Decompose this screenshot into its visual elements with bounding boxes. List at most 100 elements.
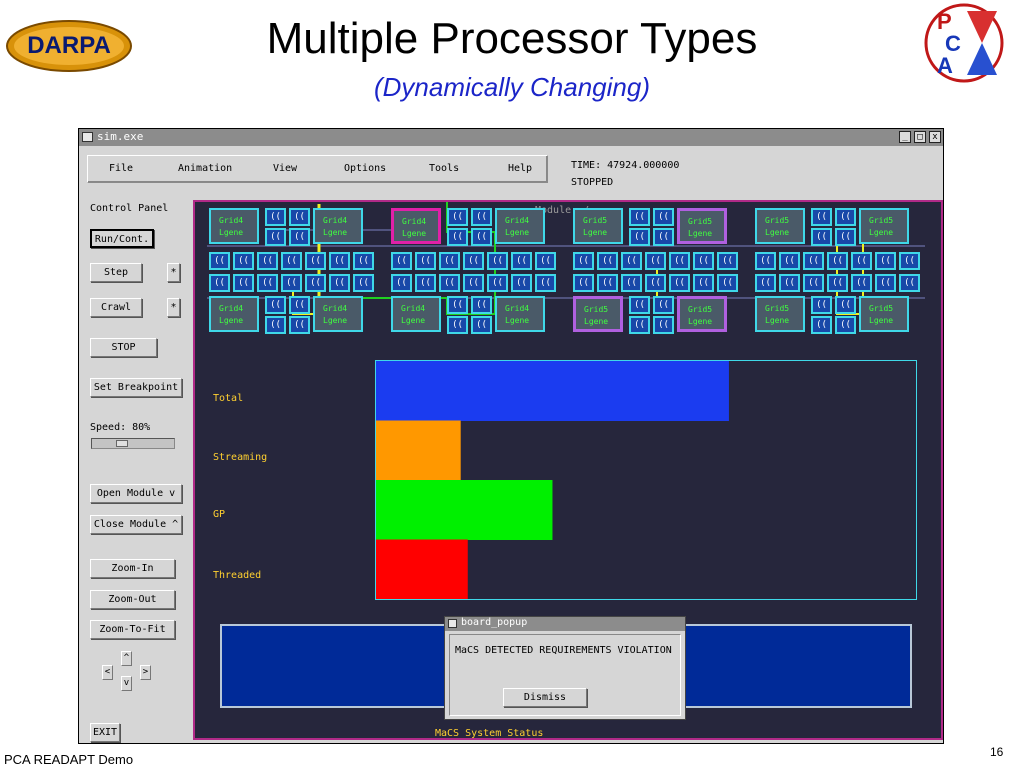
processor-tile[interactable]: (( xyxy=(305,252,326,270)
processor-tile[interactable]: (( xyxy=(835,208,856,226)
stop-button[interactable]: STOP xyxy=(90,338,157,357)
processor-tile[interactable]: (( xyxy=(471,208,492,226)
processor-tile[interactable]: (( xyxy=(621,252,642,270)
processor-tile[interactable]: (( xyxy=(573,252,594,270)
processor-tile[interactable]: (( xyxy=(535,252,556,270)
processor-tile[interactable]: (( xyxy=(353,252,374,270)
processor-tile[interactable]: (( xyxy=(629,296,650,314)
processor-tile[interactable]: (( xyxy=(511,252,532,270)
minimize-button[interactable]: _ xyxy=(899,131,911,143)
speed-slider[interactable] xyxy=(91,438,175,449)
processor-tile[interactable]: (( xyxy=(827,252,848,270)
processor-tile[interactable]: (( xyxy=(415,252,436,270)
processor-tile[interactable]: (( xyxy=(717,252,738,270)
menu-view[interactable]: View xyxy=(273,163,298,174)
processor-tile[interactable]: (( xyxy=(439,274,460,292)
processor-tile[interactable]: (( xyxy=(463,274,484,292)
processor-tile[interactable]: (( xyxy=(289,208,310,226)
processor-tile[interactable]: (( xyxy=(447,228,468,246)
maximize-button[interactable]: □ xyxy=(914,131,926,143)
processor-tile[interactable]: (( xyxy=(265,228,286,246)
processor-tile[interactable]: (( xyxy=(289,228,310,246)
processor-tile[interactable]: (( xyxy=(511,274,532,292)
processor-tile[interactable]: (( xyxy=(899,252,920,270)
processor-tile[interactable]: (( xyxy=(329,252,350,270)
processor-tile[interactable]: (( xyxy=(471,316,492,334)
processor-tile[interactable]: (( xyxy=(415,274,436,292)
pan-up-button[interactable]: ^ xyxy=(121,651,132,666)
processor-tile[interactable]: (( xyxy=(209,252,230,270)
processor-tile[interactable]: (( xyxy=(811,316,832,334)
processor-tile[interactable]: (( xyxy=(835,296,856,314)
processor-tile[interactable]: (( xyxy=(653,296,674,314)
zoom-out-button[interactable]: Zoom-Out xyxy=(90,590,175,609)
processor-tile[interactable]: (( xyxy=(693,252,714,270)
processor-tile[interactable]: (( xyxy=(779,274,800,292)
processor-tile[interactable]: (( xyxy=(487,274,508,292)
processor-tile[interactable]: (( xyxy=(653,208,674,226)
processor-tile[interactable]: (( xyxy=(281,252,302,270)
menu-options[interactable]: Options xyxy=(344,163,387,174)
speed-slider-thumb[interactable] xyxy=(116,440,128,447)
processor-tile[interactable]: (( xyxy=(281,274,302,292)
menu-help[interactable]: Help xyxy=(508,163,533,174)
open-module-button[interactable]: Open Module v xyxy=(90,484,182,503)
processor-tile[interactable]: (( xyxy=(233,252,254,270)
processor-tile[interactable]: (( xyxy=(265,208,286,226)
set-breakpoint-button[interactable]: Set Breakpoint xyxy=(90,378,182,397)
processor-tile[interactable]: (( xyxy=(851,252,872,270)
processor-tile[interactable]: (( xyxy=(535,274,556,292)
processor-tile[interactable]: (( xyxy=(353,274,374,292)
processor-tile[interactable]: (( xyxy=(305,274,326,292)
processor-tile[interactable]: (( xyxy=(755,252,776,270)
processor-tile[interactable]: (( xyxy=(811,228,832,246)
crawl-toggle[interactable]: * xyxy=(167,298,180,317)
exit-button[interactable]: EXIT xyxy=(90,723,120,742)
pan-left-button[interactable]: < xyxy=(102,665,113,680)
processor-tile[interactable]: (( xyxy=(629,316,650,334)
processor-tile[interactable]: (( xyxy=(669,252,690,270)
popup-titlebar[interactable]: board_popup xyxy=(445,617,685,631)
processor-tile[interactable]: (( xyxy=(899,274,920,292)
processor-tile[interactable]: (( xyxy=(653,228,674,246)
processor-tile[interactable]: (( xyxy=(597,252,618,270)
processor-tile[interactable]: (( xyxy=(257,252,278,270)
processor-tile[interactable]: (( xyxy=(257,274,278,292)
close-module-button[interactable]: Close Module ^ xyxy=(90,515,182,534)
processor-tile[interactable]: (( xyxy=(439,252,460,270)
processor-tile[interactable]: (( xyxy=(803,274,824,292)
processor-tile[interactable]: (( xyxy=(573,274,594,292)
processor-tile[interactable]: (( xyxy=(875,252,896,270)
pan-down-button[interactable]: v xyxy=(121,676,132,691)
processor-tile[interactable]: (( xyxy=(811,296,832,314)
processor-tile[interactable]: (( xyxy=(463,252,484,270)
processor-tile[interactable]: (( xyxy=(471,296,492,314)
dismiss-button[interactable]: Dismiss xyxy=(503,688,587,707)
processor-tile[interactable]: (( xyxy=(717,274,738,292)
processor-tile[interactable]: (( xyxy=(233,274,254,292)
processor-tile[interactable]: (( xyxy=(447,316,468,334)
processor-tile[interactable]: (( xyxy=(755,274,776,292)
menu-file[interactable]: File xyxy=(109,163,134,174)
window-app-icon[interactable] xyxy=(82,132,93,142)
menu-animation[interactable]: Animation xyxy=(178,163,233,174)
processor-tile[interactable]: (( xyxy=(447,208,468,226)
processor-tile[interactable]: (( xyxy=(875,274,896,292)
close-button[interactable]: x xyxy=(929,131,941,143)
processor-tile[interactable]: (( xyxy=(835,228,856,246)
processor-tile[interactable]: (( xyxy=(265,316,286,334)
